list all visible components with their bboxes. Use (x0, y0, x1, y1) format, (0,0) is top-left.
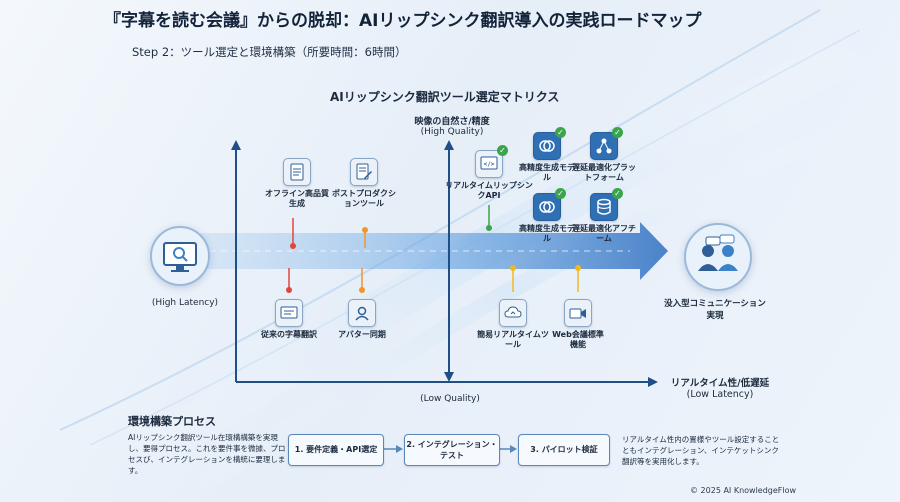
subtitle-icon (275, 299, 303, 327)
node-realtime-api: </> ✓ リアルタイムリップシンクAPI (445, 145, 533, 200)
node-web-conference: Web会議標準機能 (550, 299, 606, 350)
process-title: 環境構築プロセス (128, 415, 216, 428)
goal-label: 没入型コミュニケーション実現 (664, 299, 766, 321)
process-description: AIリップシンク翻訳ツール在環構構築を実現し、要得プロセス。これを要件事を微據、… (128, 433, 286, 475)
node-low-latency-platform: ✓ 遅延最適化プラットフォーム (572, 127, 636, 182)
node-hq-model-1: ✓ 高精度生成モデル (519, 127, 575, 182)
edit-document-icon (350, 158, 378, 186)
check-icon: ✓ (497, 145, 508, 156)
check-icon: ✓ (555, 188, 566, 199)
x-axis-low-label: (High Latency) (151, 298, 219, 308)
network-icon: ✓ (590, 127, 623, 160)
process-step-2: 2. インテグレーション・テスト (404, 434, 500, 466)
node-avatar-sync: アバター同期 (330, 299, 394, 340)
y-axis-label: 映像の自然さ/精度 (High Quality) (414, 117, 490, 137)
video-camera-icon (564, 299, 592, 327)
cloud-sync-icon (499, 299, 527, 327)
y-axis-low-label: (Low Quality) (420, 394, 480, 404)
node-post-production: ポストプロダクションツール (331, 158, 397, 209)
monitor-search-icon (150, 226, 210, 286)
node-simple-realtime: 簡易リアルタイムツール (475, 299, 551, 350)
copyright: © 2025 AI KnowledgeFlow (690, 486, 797, 495)
check-icon: ✓ (612, 188, 623, 199)
process-step-1: 1. 要件定義・API選定 (288, 434, 384, 466)
matrix-title: AIリップシンク翻訳ツール選定マトリクス (330, 90, 560, 104)
node-low-latency-arch: ✓ 遅延最適化アフチーム (572, 188, 636, 243)
brain-icon: ✓ (533, 127, 566, 160)
svg-text:</>: </> (484, 161, 495, 168)
process-step-3: 3. パイロット検証 (518, 434, 610, 466)
process-right-description: リアルタイム性内の置様やツール設定することともインテグレーション、インテケットシ… (622, 435, 780, 466)
node-hq-model-2: ✓ 高精度生成モデル (519, 188, 575, 243)
document-icon (283, 158, 311, 186)
node-legacy-subtitles: 従来の字幕翻訳 (257, 299, 321, 340)
brain-icon: ✓ (533, 188, 566, 221)
x-axis-label: リアルタイム性/低遅延 (Low Latency) (670, 378, 770, 400)
database-icon: ✓ (590, 188, 623, 221)
check-icon: ✓ (612, 127, 623, 138)
node-offline-generation: オフライン高品質生成 (265, 158, 329, 209)
avatar-icon (348, 299, 376, 327)
page-title: 『字幕を読む会議』からの脱却：AIリップシンク翻訳導入の実践ロードマップ (104, 11, 702, 31)
conversation-icon (684, 223, 752, 291)
check-icon: ✓ (555, 127, 566, 138)
api-code-icon: </> ✓ (475, 145, 508, 178)
page-subtitle: Step 2：ツール選定と環境構築（所要時間：6時間） (132, 45, 407, 59)
